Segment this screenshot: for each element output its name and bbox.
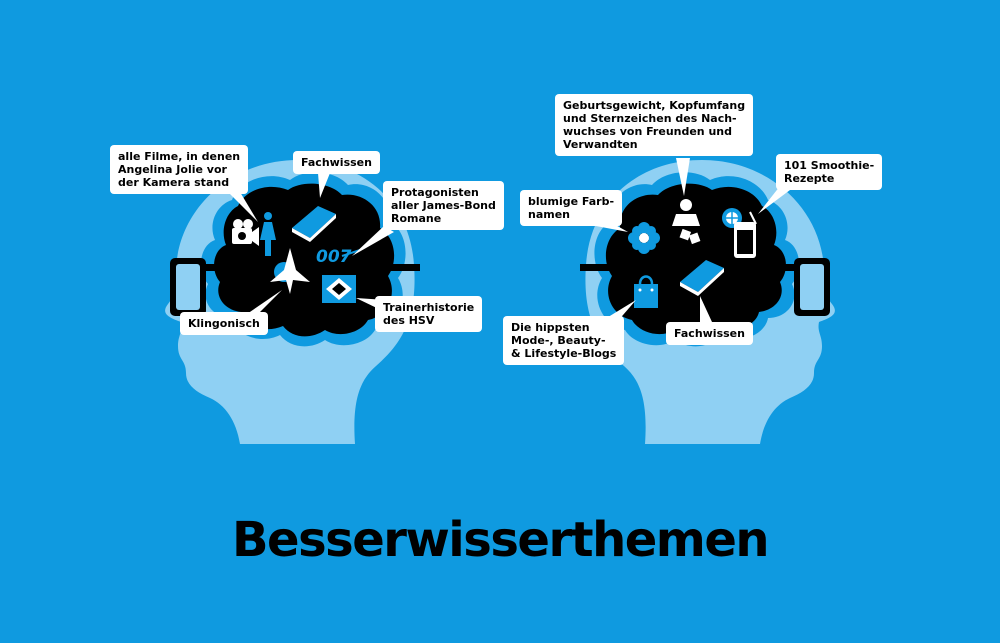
label-hsv-trainer: Trainerhistorie des HSV bbox=[375, 296, 483, 332]
bond-gun-barrel bbox=[341, 249, 361, 257]
label-fachwissen-right: Fachwissen bbox=[666, 322, 753, 345]
label-james-bond: Protagonisten aller James-Bond Romane bbox=[383, 181, 504, 230]
left-fachwissen-pointer bbox=[318, 173, 330, 198]
label-lifestyle-blogs: Die hippsten Mode-, Beauty- & Lifestyle-… bbox=[503, 316, 625, 365]
camera-icon bbox=[232, 219, 259, 246]
smoothie-icon bbox=[722, 208, 757, 258]
page-title: Besserwisserthemen bbox=[231, 512, 770, 568]
left-klingon-pointer bbox=[244, 290, 282, 316]
baby-icon bbox=[672, 199, 701, 245]
book-icon bbox=[292, 206, 336, 242]
left-movies-pointer bbox=[228, 192, 258, 222]
right-glasses-lens-inner bbox=[800, 264, 824, 310]
label-fachwissen-left: Fachwissen bbox=[293, 151, 380, 174]
label-geburtsgewicht: Geburtsgewicht, Kopfumfang und Sternzeic… bbox=[555, 94, 754, 156]
bond-007-logo: 007 bbox=[316, 247, 352, 267]
label-smoothie-rezepte: 101 Smoothie- Rezepte bbox=[776, 154, 883, 190]
label-blumige-farbnamen: blumige Farb- namen bbox=[520, 190, 623, 226]
left-bond-pointer bbox=[352, 226, 394, 256]
shopping-bag-icon bbox=[634, 275, 658, 308]
right-smoothie-pointer bbox=[758, 186, 790, 214]
label-klingonisch: Klingonisch bbox=[180, 312, 268, 335]
right-glasses-arm bbox=[580, 264, 800, 271]
right-baby-pointer bbox=[676, 158, 690, 196]
hsv-diamond-icon bbox=[322, 275, 356, 303]
right-fachwissen-pointer bbox=[700, 296, 712, 322]
left-head: 007 bbox=[165, 160, 420, 444]
book-icon bbox=[680, 260, 724, 296]
left-glasses-lens-inner bbox=[176, 264, 200, 310]
left-glasses-arm bbox=[200, 264, 420, 271]
klingon-emblem-icon bbox=[270, 248, 310, 294]
woman-silhouette-icon bbox=[260, 212, 276, 256]
right-head bbox=[580, 158, 835, 444]
flower-icon bbox=[628, 222, 660, 254]
label-angelina-jolie-movies: alle Filme, in denen Angelina Jolie vor … bbox=[110, 145, 249, 194]
